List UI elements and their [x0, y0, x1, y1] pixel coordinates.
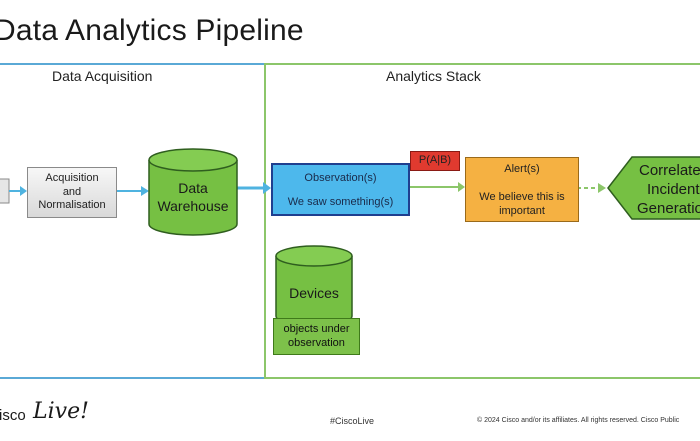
arrow-observation-to-alert [408, 182, 465, 192]
warehouse-line-2: Warehouse [157, 197, 229, 214]
observation-box: Observation(s) We saw something(s) [271, 163, 410, 216]
acquisition-normalisation-box: Acquisition and Normalisation [27, 167, 117, 218]
alert-box: Alert(s) We believe this is important [465, 157, 579, 222]
observation-title: Observation(s) [304, 172, 377, 184]
arrow-acquisition-to-warehouse [115, 186, 149, 196]
correlate-line-1: Correlate [639, 162, 700, 179]
observation-description: We saw something(s) [287, 196, 394, 208]
acquisition-line-2: and [62, 185, 82, 198]
analytics-section-title: Analytics Stack [386, 68, 481, 84]
arrow-alert-to-correlate [577, 183, 606, 193]
correlate-label: Correlate Incident Generation [625, 162, 700, 218]
footer-hashtag: #CiscoLive [330, 416, 375, 426]
acquisition-section-title: Data Acquisition [52, 68, 153, 84]
warehouse-line-1: Data [178, 180, 208, 196]
alert-title: Alert(s) [504, 163, 540, 175]
alert-description-line-2: important [499, 205, 545, 218]
page-title: Data Analytics Pipeline [0, 14, 304, 47]
probability-label: P(A|B) [410, 151, 460, 171]
data-warehouse-cylinder [148, 148, 238, 236]
acquisition-line-1: Acquisition [45, 171, 99, 184]
cisco-live-logo: Live! [33, 399, 89, 424]
source-box [0, 178, 10, 204]
data-warehouse-label: Data Warehouse [149, 180, 237, 215]
analytics-section-frame [264, 63, 700, 379]
alert-description-line-1: We believe this is [479, 191, 565, 203]
correlate-line-2: Incident [647, 180, 700, 198]
correlate-shape [607, 156, 700, 220]
objects-under-observation-box: objects under observation [273, 318, 360, 355]
footer-copyright: © 2024 Cisco and/or its affiliates. All … [477, 417, 680, 424]
devices-label: Devices [289, 285, 339, 301]
cisco-logo-text: isco [0, 407, 26, 424]
objects-line-2: observation [288, 336, 345, 349]
arrow-source-to-acquisition [9, 186, 27, 196]
correlate-line-3: Generation [637, 199, 700, 217]
devices-cylinder [275, 245, 353, 327]
objects-line-1: objects under [283, 322, 350, 335]
acquisition-line-3: Normalisation [38, 199, 106, 212]
alert-description: We believe this is important [470, 190, 574, 219]
arrow-warehouse-to-observation [237, 182, 271, 194]
